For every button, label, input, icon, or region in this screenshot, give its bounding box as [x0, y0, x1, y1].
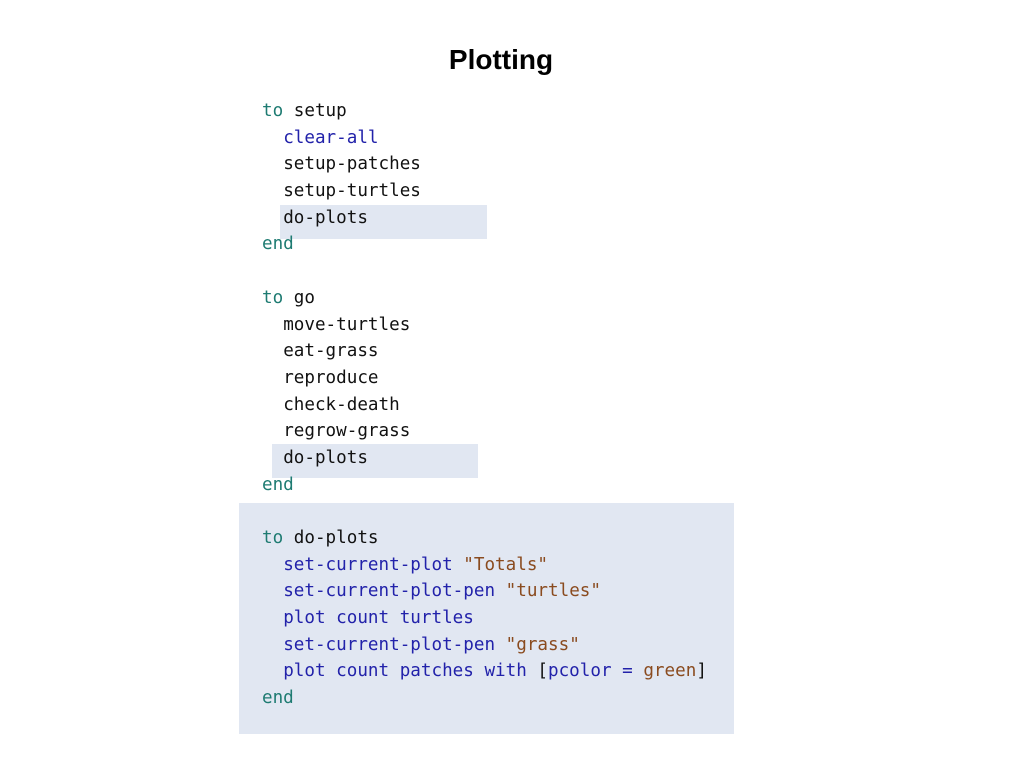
builtin-reporter: pcolor =: [548, 661, 633, 682]
code-line: set-current-plot "Totals": [262, 552, 707, 579]
procedure-name: go: [293, 287, 315, 308]
procedure-call: reproduce: [283, 367, 379, 388]
code-line: set-current-plot-pen "turtles": [262, 578, 707, 605]
keyword-end: end: [262, 234, 294, 255]
blank-line: [262, 498, 707, 525]
code-line-go-header: to go: [262, 285, 707, 312]
builtin-command: set-current-plot-pen: [283, 634, 496, 655]
blank-line: [262, 258, 707, 285]
keyword-end: end: [262, 688, 294, 709]
procedure-call: setup-turtles: [283, 181, 421, 202]
code-line-do-plots-header: to do-plots: [262, 525, 707, 552]
builtin-command: set-current-plot: [283, 554, 453, 575]
code-line: plot count patches with [pcolor = green]: [262, 658, 707, 685]
builtin-command: clear-all: [283, 127, 379, 148]
procedure-call: eat-grass: [283, 341, 379, 362]
keyword-end: end: [262, 474, 294, 495]
code-line: do-plots: [262, 205, 707, 232]
code-line: setup-patches: [262, 151, 707, 178]
procedure-name: do-plots: [293, 528, 379, 548]
bracket-open: [: [537, 661, 548, 682]
code-line: move-turtles: [262, 312, 707, 339]
code-line: eat-grass: [262, 338, 707, 365]
keyword-to: to: [262, 287, 284, 308]
procedure-call: do-plots: [283, 207, 368, 228]
constant-value: green: [643, 661, 697, 682]
keyword-to: to: [262, 101, 284, 121]
bracket-close: ]: [696, 661, 707, 682]
code-line-end: end: [262, 472, 707, 499]
code-line: do-plots: [262, 445, 707, 472]
procedure-call: move-turtles: [283, 314, 411, 335]
code-line: clear-all: [262, 125, 707, 152]
code-line: check-death: [262, 392, 707, 419]
code-line: set-current-plot-pen "grass": [262, 632, 707, 659]
builtin-command: set-current-plot-pen: [283, 581, 496, 602]
code-line: setup-turtles: [262, 178, 707, 205]
procedure-name: setup: [293, 101, 347, 121]
code-line-end: end: [262, 685, 707, 712]
code-line-setup-header: to setup: [262, 98, 707, 125]
builtin-command: plot count patches with: [283, 661, 527, 682]
highlight-setup-do-plots: [280, 205, 487, 239]
code-line: plot count turtles: [262, 605, 707, 632]
procedure-call: setup-patches: [283, 154, 421, 175]
string-literal: "grass": [505, 634, 580, 655]
string-literal: "turtles": [505, 581, 601, 602]
slide-title: Plotting: [448, 44, 554, 75]
procedure-call: check-death: [283, 394, 400, 415]
highlight-do-plots-procedure: [239, 503, 734, 734]
procedure-call: regrow-grass: [283, 421, 411, 442]
code-line: reproduce: [262, 365, 707, 392]
highlight-go-do-plots: [272, 444, 478, 478]
procedure-call: do-plots: [283, 447, 368, 468]
code-line-end: end: [262, 231, 707, 258]
code-listing: to setup clear-all setup-patches setup-t…: [262, 98, 707, 712]
keyword-to: to: [262, 528, 284, 548]
string-literal: "Totals": [463, 554, 549, 575]
builtin-command: plot count turtles: [283, 608, 474, 629]
code-line: regrow-grass: [262, 418, 707, 445]
